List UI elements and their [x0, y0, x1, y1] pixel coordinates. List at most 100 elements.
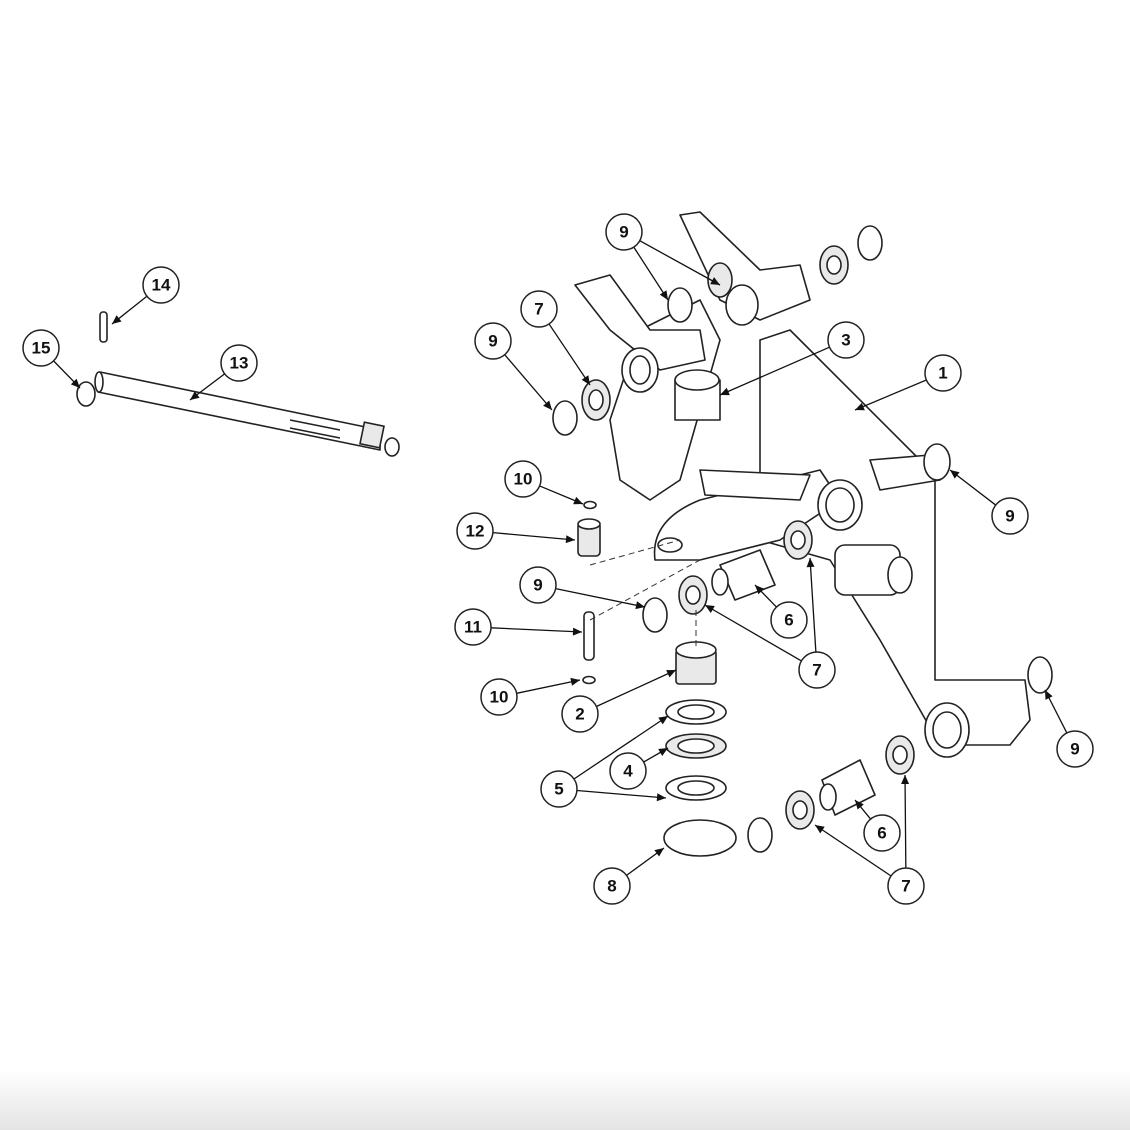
arrowhead — [572, 627, 582, 636]
callout-circle — [561, 695, 599, 733]
arrowhead — [658, 748, 668, 756]
leader-line — [596, 669, 677, 708]
arrowhead — [855, 800, 864, 810]
arrowhead — [543, 400, 552, 410]
leader-line — [576, 789, 667, 799]
arrowhead — [654, 848, 664, 857]
swing-arm-frame-part — [574, 211, 1031, 758]
callout-11: 11 — [454, 608, 492, 646]
callout-circle — [593, 867, 631, 905]
arrowhead — [720, 387, 730, 396]
callout-circle — [504, 460, 542, 498]
leader-line — [809, 557, 817, 653]
callout-number: 4 — [623, 762, 633, 781]
callout-number: 7 — [812, 661, 821, 680]
leader-line — [854, 379, 927, 411]
retaining-ring-part — [76, 381, 96, 407]
callout-circle — [454, 608, 492, 646]
arrowhead — [70, 378, 80, 388]
leader-line — [719, 346, 830, 396]
bearing-parts — [581, 245, 915, 830]
callout-7: 7 — [798, 651, 836, 689]
callout-14: 14 — [142, 266, 180, 304]
callout-number: 11 — [464, 618, 482, 637]
callout-7: 7 — [887, 867, 925, 905]
shaft-part — [94, 371, 400, 457]
arrowhead — [1045, 690, 1053, 700]
arrowhead — [581, 375, 590, 385]
arrowhead — [635, 601, 645, 610]
leader-line — [492, 531, 576, 541]
callout-circle — [609, 752, 647, 790]
callout-3: 3 — [827, 321, 865, 359]
callout-circle — [220, 344, 258, 382]
callout-number: 5 — [554, 780, 563, 799]
callout-circle — [22, 329, 60, 367]
arrowhead — [570, 677, 580, 686]
callout-number: 15 — [32, 339, 51, 358]
callout-5: 5 — [540, 770, 578, 808]
leader-line — [555, 587, 646, 608]
callout-circle — [924, 354, 962, 392]
callout-number: 13 — [230, 354, 249, 373]
leader-line — [639, 240, 721, 286]
callout-13: 13 — [220, 344, 258, 382]
thrust-stack-parts — [663, 641, 737, 857]
arrowhead — [565, 535, 575, 544]
retaining-ring-parts — [552, 225, 1053, 853]
callout-number: 3 — [841, 331, 850, 350]
callout-circle — [519, 566, 557, 604]
leader-line — [490, 627, 583, 633]
callout-6: 6 — [863, 814, 901, 852]
callout-circle — [540, 770, 578, 808]
parts-drawing — [76, 211, 1053, 857]
arrowhead — [901, 775, 910, 785]
arrowhead — [815, 825, 825, 834]
leader-line — [573, 715, 669, 780]
leader-line — [548, 323, 591, 386]
callout-circle — [991, 497, 1029, 535]
callout-9: 9 — [474, 322, 512, 360]
callout-9: 9 — [1056, 730, 1094, 768]
arrowhead — [658, 716, 668, 725]
callout-circle — [798, 651, 836, 689]
callout-8: 8 — [593, 867, 631, 905]
arrowhead — [656, 793, 666, 802]
leader-line — [949, 469, 997, 506]
callout-number: 7 — [901, 877, 910, 896]
callout-number: 9 — [488, 332, 497, 351]
callout-circle — [480, 678, 518, 716]
callout-15: 15 — [22, 329, 60, 367]
leader-line — [904, 774, 907, 869]
callout-number: 9 — [1070, 740, 1079, 759]
callout-circle — [142, 266, 180, 304]
callout-circle — [1056, 730, 1094, 768]
leader-lines — [53, 240, 1068, 877]
callout-circle — [474, 322, 512, 360]
callout-10: 10 — [480, 678, 518, 716]
callout-number: 14 — [152, 276, 171, 295]
callout-number: 12 — [466, 522, 485, 541]
callout-circle — [605, 213, 643, 251]
callout-number: 9 — [1005, 507, 1014, 526]
arrowhead — [705, 605, 715, 613]
callout-circle — [770, 601, 808, 639]
arrowhead — [112, 315, 122, 324]
callout-circle — [456, 512, 494, 550]
callout-circle — [827, 321, 865, 359]
callout-circle — [863, 814, 901, 852]
leader-line — [704, 604, 802, 662]
arrowhead — [666, 670, 676, 678]
callout-number: 1 — [938, 364, 947, 383]
leader-line — [814, 824, 892, 877]
callout-circle — [520, 290, 558, 328]
arrowhead — [806, 558, 815, 568]
arrowhead — [855, 402, 865, 411]
leader-line — [633, 246, 669, 301]
callout-number: 6 — [784, 611, 793, 630]
callout-number: 9 — [533, 576, 542, 595]
callout-9: 9 — [605, 213, 643, 251]
callout-number: 2 — [575, 705, 584, 724]
